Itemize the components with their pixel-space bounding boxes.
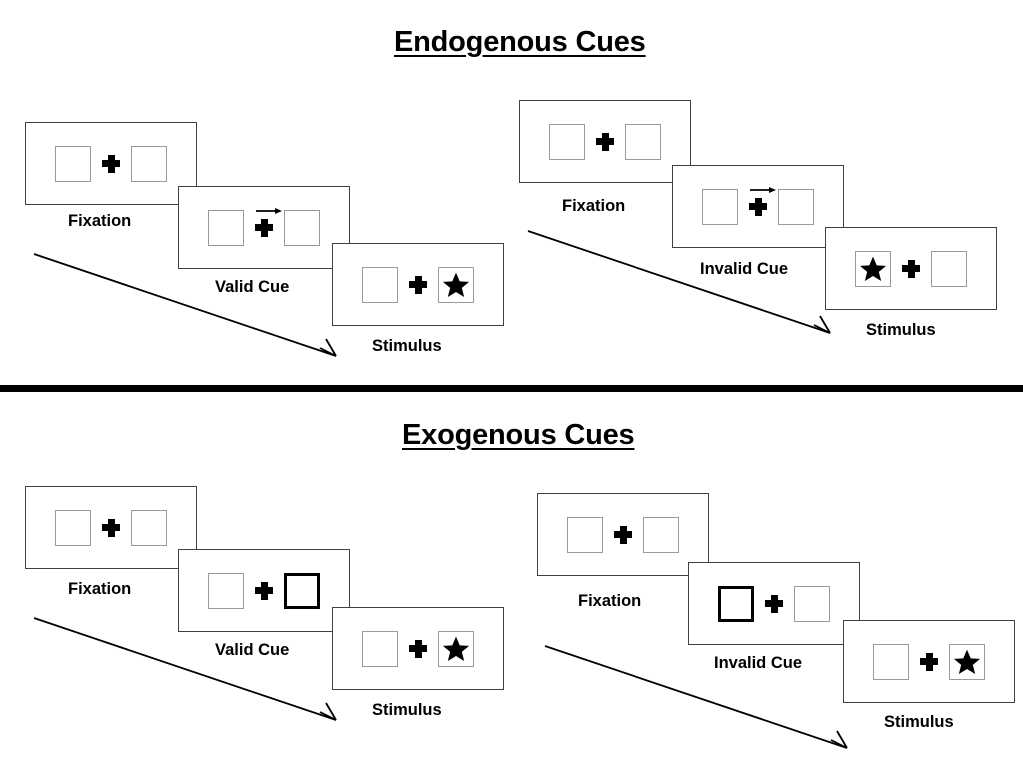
target-box-right[interactable] <box>794 585 830 622</box>
trial-frame-cue[interactable] <box>178 186 350 269</box>
diagonal-flow-arrow-icon <box>541 640 857 758</box>
trial-frame-fixation[interactable] <box>537 493 709 576</box>
frame-row <box>689 585 859 622</box>
fixation-slot <box>909 652 949 671</box>
plus-cross-icon <box>409 639 427 658</box>
frame-label-valid-cue: Valid Cue <box>215 278 290 296</box>
frame-row <box>673 186 843 225</box>
frame-label-valid-cue: Valid Cue <box>215 641 290 659</box>
plus-cross-icon <box>920 652 938 671</box>
target-box-right-cued[interactable] <box>284 572 320 609</box>
fixation-slot <box>244 581 284 600</box>
target-box-left[interactable] <box>567 516 603 553</box>
trial-frame-cue[interactable] <box>688 562 860 645</box>
trial-frame-cue[interactable] <box>672 165 844 248</box>
frame-row <box>520 123 690 160</box>
star-icon <box>953 648 981 676</box>
frame-label-stimulus: Stimulus <box>372 701 442 719</box>
trial-frame-stimulus[interactable] <box>332 607 504 690</box>
frame-label-fixation: Fixation <box>68 212 132 230</box>
target-box-left[interactable] <box>549 123 585 160</box>
fixation-slot <box>585 132 625 151</box>
frame-row <box>26 509 196 546</box>
target-box-right[interactable] <box>931 250 967 287</box>
frame-row <box>26 145 196 182</box>
section-title-endogenous: Endogenous Cues <box>394 26 646 58</box>
frame-row <box>333 630 503 667</box>
target-box-left[interactable] <box>362 266 398 303</box>
target-box-left[interactable] <box>55 145 91 182</box>
plus-cross-icon <box>902 259 920 278</box>
target-box-right[interactable] <box>949 643 985 680</box>
fixation-slot <box>398 275 438 294</box>
fixation-slot <box>398 639 438 658</box>
plus-cross-icon <box>614 525 632 544</box>
fixation-slot <box>891 259 931 278</box>
frame-label-invalid-cue: Invalid Cue <box>714 654 803 672</box>
fixation-slot <box>91 518 131 537</box>
fixation-slot <box>738 186 778 216</box>
frame-row <box>826 250 996 287</box>
target-box-right[interactable] <box>643 516 679 553</box>
target-box-right[interactable] <box>438 630 474 667</box>
plus-cross-icon <box>255 581 273 600</box>
plus-cross-icon <box>749 197 767 216</box>
frame-label-invalid-cue: Invalid Cue <box>700 260 789 278</box>
fixation-slot <box>91 154 131 173</box>
plus-cross-icon <box>596 132 614 151</box>
target-box-right[interactable] <box>131 509 167 546</box>
target-box-right[interactable] <box>284 209 320 246</box>
right-arrow-cue-icon <box>749 183 779 197</box>
frame-label-fixation: Fixation <box>578 592 642 610</box>
trial-frame-stimulus[interactable] <box>825 227 997 310</box>
plus-cross-icon <box>102 518 120 537</box>
trial-frame-fixation[interactable] <box>25 486 197 569</box>
target-box-right[interactable] <box>131 145 167 182</box>
star-icon <box>859 255 887 283</box>
plus-cross-icon <box>255 218 273 237</box>
target-box-left[interactable] <box>873 643 909 680</box>
frame-label-stimulus: Stimulus <box>866 321 936 339</box>
trial-frame-fixation[interactable] <box>519 100 691 183</box>
target-box-left[interactable] <box>208 572 244 609</box>
right-arrow-cue-icon <box>255 204 285 218</box>
trial-frame-stimulus[interactable] <box>843 620 1015 703</box>
plus-cross-icon <box>409 275 427 294</box>
target-box-left[interactable] <box>855 250 891 287</box>
plus-cross-icon <box>765 594 783 613</box>
frame-label-stimulus: Stimulus <box>884 713 954 731</box>
trial-frame-fixation[interactable] <box>25 122 197 205</box>
frame-row <box>179 572 349 609</box>
frame-row <box>844 643 1014 680</box>
target-box-right[interactable] <box>778 188 814 225</box>
target-box-right[interactable] <box>625 123 661 160</box>
target-box-left[interactable] <box>702 188 738 225</box>
trial-frame-stimulus[interactable] <box>332 243 504 326</box>
fixation-slot <box>754 594 794 613</box>
target-box-left[interactable] <box>55 509 91 546</box>
section-title-exogenous: Exogenous Cues <box>402 419 635 451</box>
frame-row <box>179 207 349 246</box>
frame-label-stimulus: Stimulus <box>372 337 442 355</box>
frame-label-fixation: Fixation <box>562 197 626 215</box>
target-box-right[interactable] <box>438 266 474 303</box>
star-icon <box>442 271 470 299</box>
trial-frame-cue[interactable] <box>178 549 350 632</box>
plus-cross-icon <box>102 154 120 173</box>
frame-row <box>538 516 708 553</box>
star-icon <box>442 635 470 663</box>
fixation-slot <box>603 525 643 544</box>
target-box-left[interactable] <box>208 209 244 246</box>
frame-row <box>333 266 503 303</box>
frame-label-fixation: Fixation <box>68 580 132 598</box>
target-box-left[interactable] <box>362 630 398 667</box>
fixation-slot <box>244 207 284 237</box>
target-box-left-cued[interactable] <box>718 585 754 622</box>
section-divider <box>0 385 1023 392</box>
